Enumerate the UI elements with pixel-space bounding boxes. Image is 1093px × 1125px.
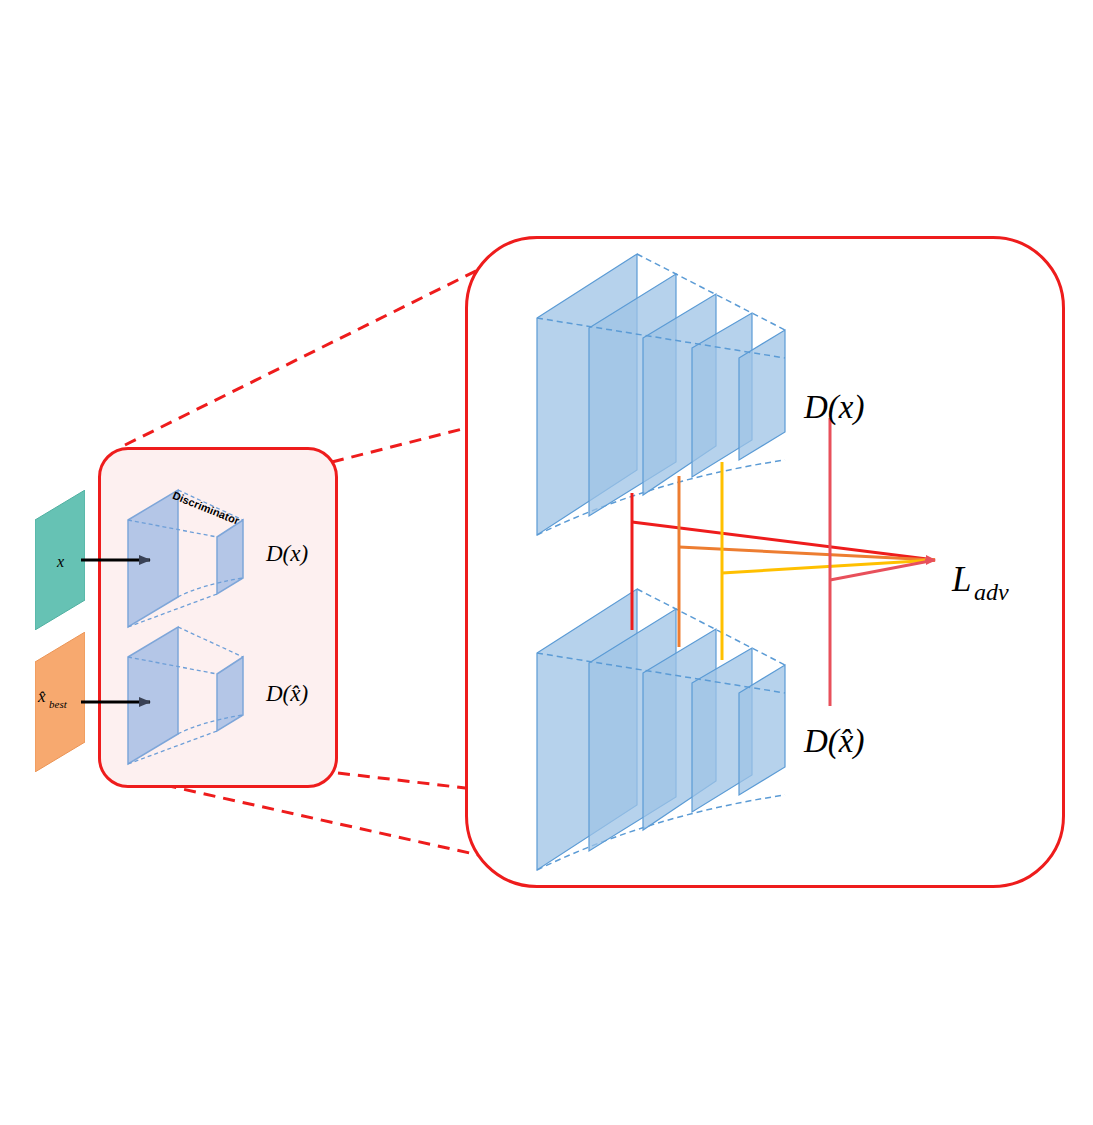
input-image-real: x xyxy=(35,490,85,630)
input-label: x̂ xyxy=(38,688,46,705)
loss-label: L xyxy=(952,562,971,597)
discriminator-layers xyxy=(537,254,785,535)
discriminator-layers xyxy=(537,589,785,870)
output-label: D(x) xyxy=(266,542,308,565)
feature-match-line xyxy=(830,418,935,706)
discriminator-icon xyxy=(128,627,243,764)
output-label: D(x) xyxy=(804,391,864,424)
input-label: x xyxy=(57,554,64,570)
input-image-generated: x̂best xyxy=(35,632,85,772)
loss-arrowhead xyxy=(925,559,935,561)
input-arrow xyxy=(81,559,150,562)
output-label: D(x̂) xyxy=(804,725,864,758)
discriminator-title: Discriminator xyxy=(171,490,241,527)
feature-match-line xyxy=(679,476,935,647)
input-arrow xyxy=(81,701,150,704)
loss-subscript: adv xyxy=(974,580,1009,604)
feature-match-line xyxy=(632,493,935,630)
input-subscript: best xyxy=(49,699,67,710)
output-label: D(x̂) xyxy=(266,682,308,705)
